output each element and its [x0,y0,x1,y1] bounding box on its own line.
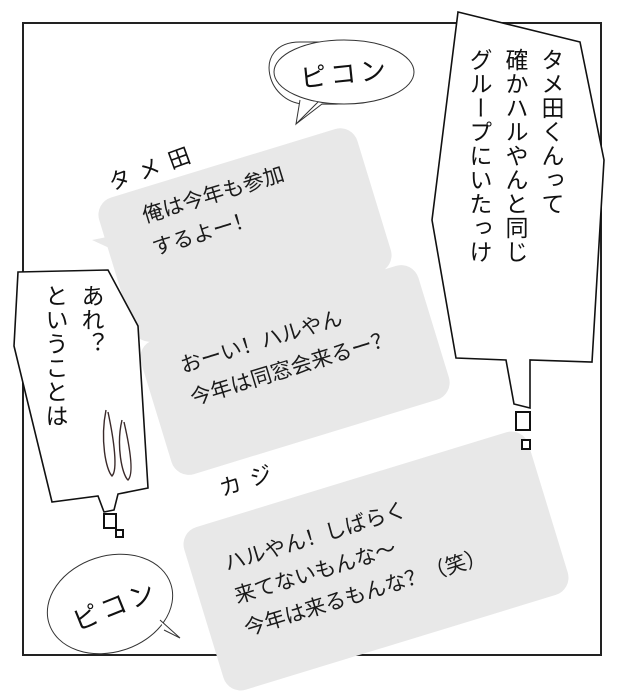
thought-text-right: タメ田くんって 確かハルやんと同じ グループにいたっけ [465,48,563,264]
thought-text-left: あれ？ ということは [41,284,103,428]
